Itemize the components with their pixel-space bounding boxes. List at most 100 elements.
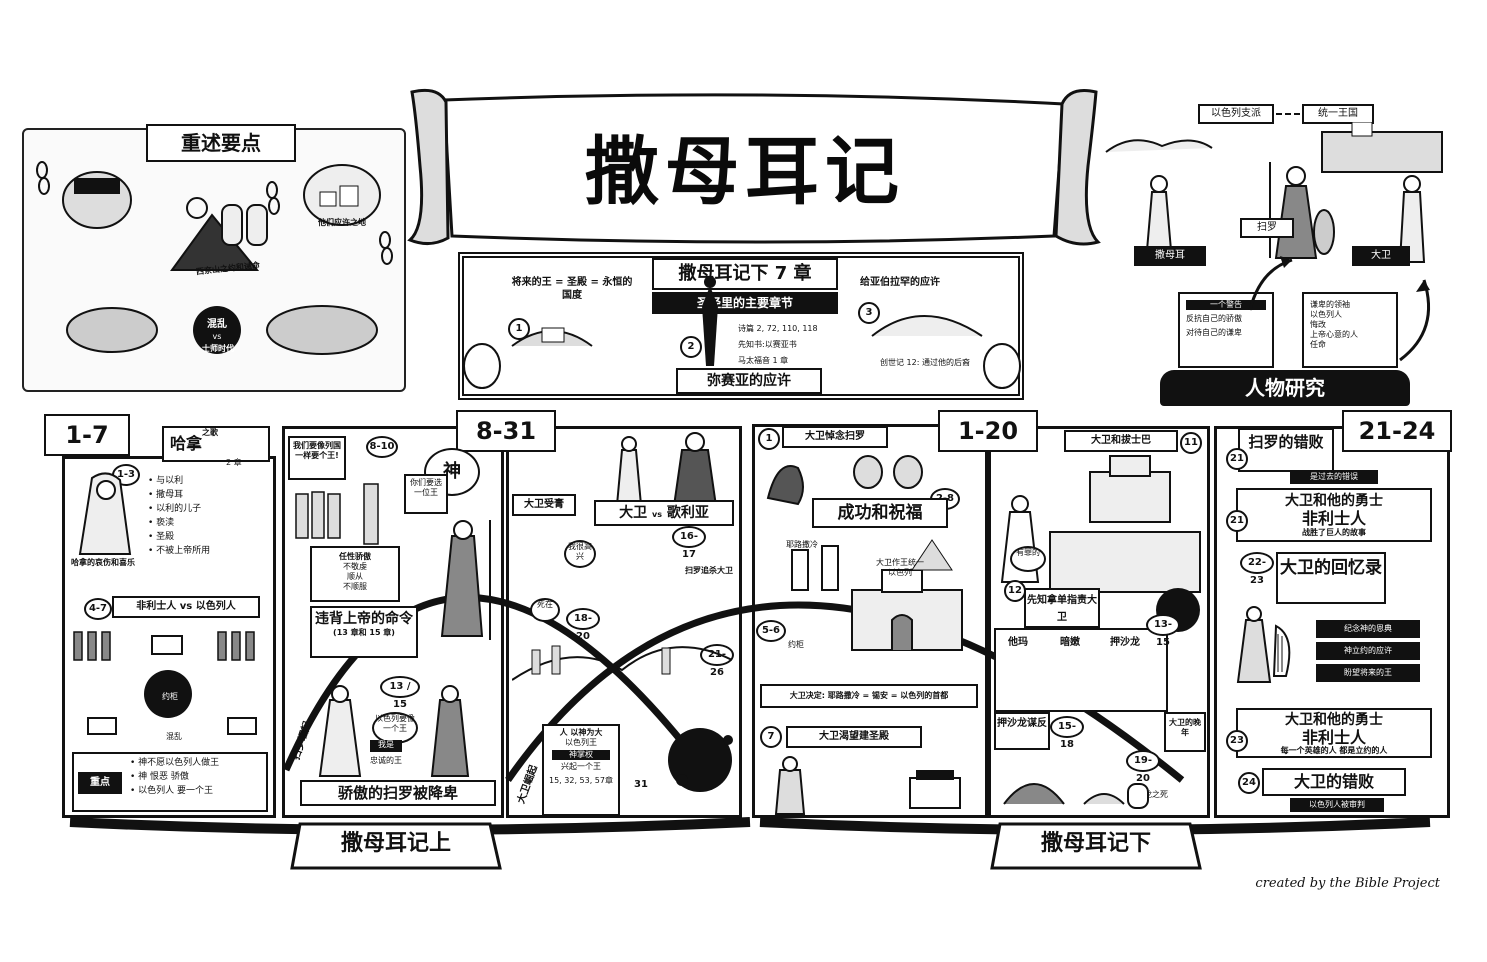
psalm-item-3: 盼望将来的王 xyxy=(1316,664,1420,682)
tag-13-15: 13 / 15 xyxy=(380,676,420,710)
ark-decision: 大卫决定: 耶路撒冷 = 锡安 = 以色列的首都 xyxy=(760,684,978,708)
family-name-2: 暗嫩 xyxy=(1060,637,1080,648)
sec1-list: 与以利 撒母耳 以利的儿子 亵渎 圣殿 不被上帝所用 xyxy=(148,474,270,558)
disobey-ref: (13 章和 15 章) xyxy=(333,628,395,637)
humble-item-2: 神掌权 xyxy=(552,750,610,760)
recap-label-judges: 士师时代 xyxy=(202,344,234,353)
tag-11: 11 xyxy=(1180,432,1202,454)
tag-24: 24 xyxy=(1238,772,1260,794)
hannah-title: 哈拿之歌 xyxy=(162,426,270,462)
psalm-item-1: 纪念神的恩典 xyxy=(1316,620,1420,638)
study-card-left: 一个警告 反抗自己的骄傲 对待自己的谦卑 xyxy=(1178,292,1274,368)
page-title: 撒母耳记 xyxy=(585,129,905,215)
book1-label: 撒母耳记上 xyxy=(340,831,451,856)
keypoint-item-1: 神不愿以色列人做王 xyxy=(130,756,266,770)
tribes-kingdom-connector xyxy=(1276,113,1300,115)
saul-hunts-label: 扫罗追杀大卫 xyxy=(685,566,733,575)
memoir-label: 大卫的回忆录 xyxy=(1276,552,1386,604)
chapter7-point3: 给亚伯拉罕的应许 xyxy=(860,277,940,288)
tag-19-20: 19-20 xyxy=(1126,750,1160,784)
tag-21: 21 xyxy=(1226,448,1248,470)
kingdom-label: 统一王国 xyxy=(1302,104,1374,124)
tag-1: 1 xyxy=(758,428,780,450)
study-card-right: 谦卑的领袖 以色列人 悔改 上帝心意的人 任命 xyxy=(1302,292,1398,368)
chapter7-heading: 撒母耳记下 7 章 xyxy=(652,258,838,290)
temple-illustration xyxy=(774,756,961,815)
humble-refs: 15, 32, 53, 57章 xyxy=(549,776,613,785)
sec1-list-item-2: 撒母耳 xyxy=(148,488,270,502)
recap-label-chaos: 混乱 xyxy=(207,319,227,330)
sec1-list-item-5: 圣殿 xyxy=(148,530,270,544)
dialog-1: 我是 xyxy=(370,740,402,752)
trait-1: 任性骄傲 xyxy=(339,552,371,561)
card-left-item-1: 一个警告 xyxy=(1186,300,1266,310)
war-note-2: 每一个英雄的人 都是立约的人 xyxy=(1280,746,1388,755)
chapter7-subheading: 圣经里的主要章节 xyxy=(652,292,838,314)
saul-fail-label: 扫罗的错败 xyxy=(1238,428,1334,472)
samuel-saul-scene xyxy=(318,685,470,777)
family-name-1: 他玛 xyxy=(1008,637,1028,648)
nathan-label: 先知拿单指责大卫 xyxy=(1024,588,1100,628)
traits-box: 任性骄傲 不敬虔 顺从 不顺服 xyxy=(310,546,400,602)
chapter7-bottom: 弥赛亚的应许 xyxy=(676,368,822,394)
city-label: 耶路撒冷 xyxy=(786,540,818,549)
sec1-list-item-1: 与以利 xyxy=(148,474,270,488)
family-box xyxy=(994,628,1168,712)
range-tab-1-20: 1-20 xyxy=(938,410,1038,452)
disobey-label: 违背上帝的命令 xyxy=(315,611,413,627)
recap-vs: vs xyxy=(212,332,222,341)
tag-13-15b: 13-15 xyxy=(1146,614,1180,648)
card-left-item-3: 对待自己的谦卑 xyxy=(1186,328,1242,337)
card-right-item-1: 谦卑的领袖 xyxy=(1310,300,1350,309)
jerusalem-illustration xyxy=(791,539,963,651)
tag-5-6: 5-6 xyxy=(756,620,786,642)
character-saul: 扫罗 xyxy=(1240,218,1294,238)
saul-fall-label: 骄傲的扫罗被降卑 xyxy=(300,780,496,806)
david-end-label: 大卫的晚年 xyxy=(1164,712,1206,752)
tag-15-18: 15-18 xyxy=(1050,716,1084,750)
trait-3: 顺从 xyxy=(347,572,363,581)
david-vs-goliath: 大卫 vs 歌利亚 xyxy=(594,500,734,526)
psalmist-illustration xyxy=(1236,606,1291,683)
united-label: 大卫作王统一以色列 xyxy=(876,558,924,577)
absalom-illustration xyxy=(1003,783,1149,809)
philistines-label-1: 非利士人 xyxy=(1301,509,1366,528)
chapter7-ref-3: 马太福音 1 章 xyxy=(738,356,789,365)
ark-label-2: 约柜 xyxy=(788,640,804,649)
hannah-caption: 哈拿的哀伤和喜乐 xyxy=(71,558,135,567)
card-right-item-5: 任命 xyxy=(1310,340,1326,349)
range-tab-21-24: 21-24 xyxy=(1342,410,1452,452)
fail-note: 是过去的错误 xyxy=(1290,470,1378,484)
book2-label: 撒母耳记下 xyxy=(1040,831,1151,856)
character-study-banner: 人物研究 xyxy=(1160,370,1410,406)
temple-label: 大卫渴望建圣殿 xyxy=(786,726,922,748)
trait-4: 不顺服 xyxy=(343,582,367,591)
vs-label: vs xyxy=(652,510,662,519)
battle-illustration xyxy=(73,631,257,735)
book-banners xyxy=(69,817,1431,870)
tag-23: 23 xyxy=(1226,730,1248,752)
hannah-song: 之歌 xyxy=(202,428,219,437)
chapter7-ref-1: 诗篇 2, 72, 110, 118 xyxy=(738,324,818,333)
goliath-name: 歌利亚 xyxy=(666,505,709,521)
card-right-item-4: 上帝心意的人 xyxy=(1310,330,1358,339)
tag-8-10: 8-10 xyxy=(366,436,398,458)
tag-22-23: 22-23 xyxy=(1240,552,1274,586)
card-left-item-2: 反抗自己的骄傲 xyxy=(1186,314,1242,323)
philistines-label-2: 非利士人 xyxy=(1301,728,1366,747)
chapter7-ref-2: 先知书:以赛亚书 xyxy=(738,340,797,349)
humble-title: 人 以神为大 xyxy=(559,728,603,737)
sin-bubble: 有罪的 xyxy=(1010,546,1046,572)
friend-bubble: 我很高兴 xyxy=(564,540,596,568)
trait-2: 不敬虔 xyxy=(343,562,367,571)
tag-31: 31 xyxy=(634,779,648,790)
die-bubble: 死在 xyxy=(530,598,560,622)
tag-16-17: 16-17 xyxy=(672,526,706,560)
people-illustration xyxy=(295,483,379,545)
sec1-list-item-4: 亵渎 xyxy=(148,516,270,530)
tribes-label: 以色列支派 xyxy=(1198,104,1274,124)
recap-illustrations xyxy=(36,161,393,355)
chaos-label: 混乱 xyxy=(166,732,182,741)
tag-7: 7 xyxy=(760,726,782,748)
keypoint-item-2: 神 恨恶 骄傲 xyxy=(130,770,266,784)
